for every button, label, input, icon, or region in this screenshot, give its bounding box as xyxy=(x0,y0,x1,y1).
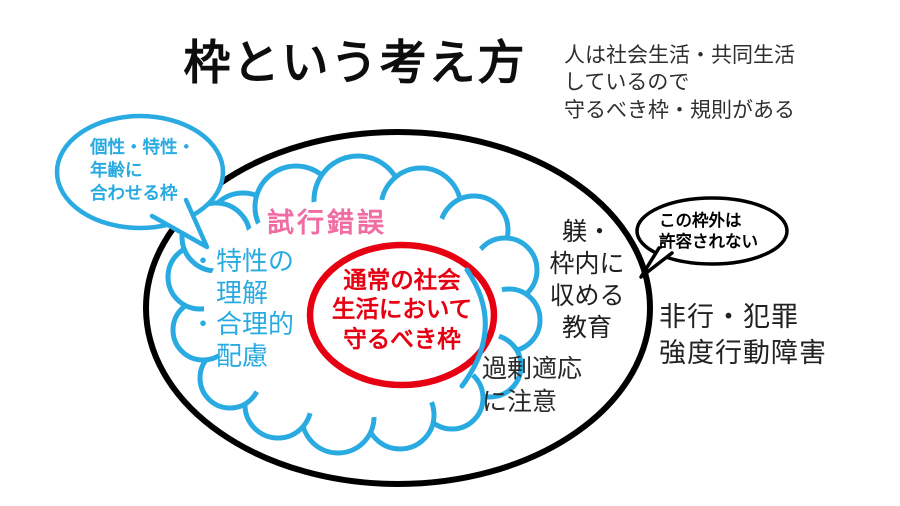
core-frame-ellipse xyxy=(306,241,498,389)
note-social-life: 人は社会生活・共同生活 しているので 守るべき枠・規則がある xyxy=(564,44,795,122)
speech-bubble-not-tolerated-tail xyxy=(639,246,674,279)
speech-bubble-individual-tail xyxy=(149,197,210,250)
cloud-supports-label: ・特性の 理解 ・合理的 配慮 xyxy=(190,246,295,372)
cloud-overlap-arc xyxy=(459,267,488,389)
note-overadaptation: 過剰適応 に注意 xyxy=(482,355,583,416)
core-frame-label: 通常の社会 生活において 守るべき枠 xyxy=(331,267,473,352)
speech-bubble-not-tolerated xyxy=(635,196,789,279)
bubble-individual-frame-label: 個性・特性・ 年齢に 合わせる枠 xyxy=(90,137,195,204)
speech-bubble-individual xyxy=(54,113,226,250)
page-title: 枠という考え方 xyxy=(183,38,527,90)
note-deviance: 非行・犯罪 強度行動障害 xyxy=(659,302,827,368)
bubble-not-tolerated-label: この枠外は 許容されない xyxy=(659,212,758,252)
discipline-label: 躾・ 枠内に 収める 教育 xyxy=(549,218,625,342)
cloud-trial-error-label: 試行錯誤 xyxy=(267,208,387,238)
